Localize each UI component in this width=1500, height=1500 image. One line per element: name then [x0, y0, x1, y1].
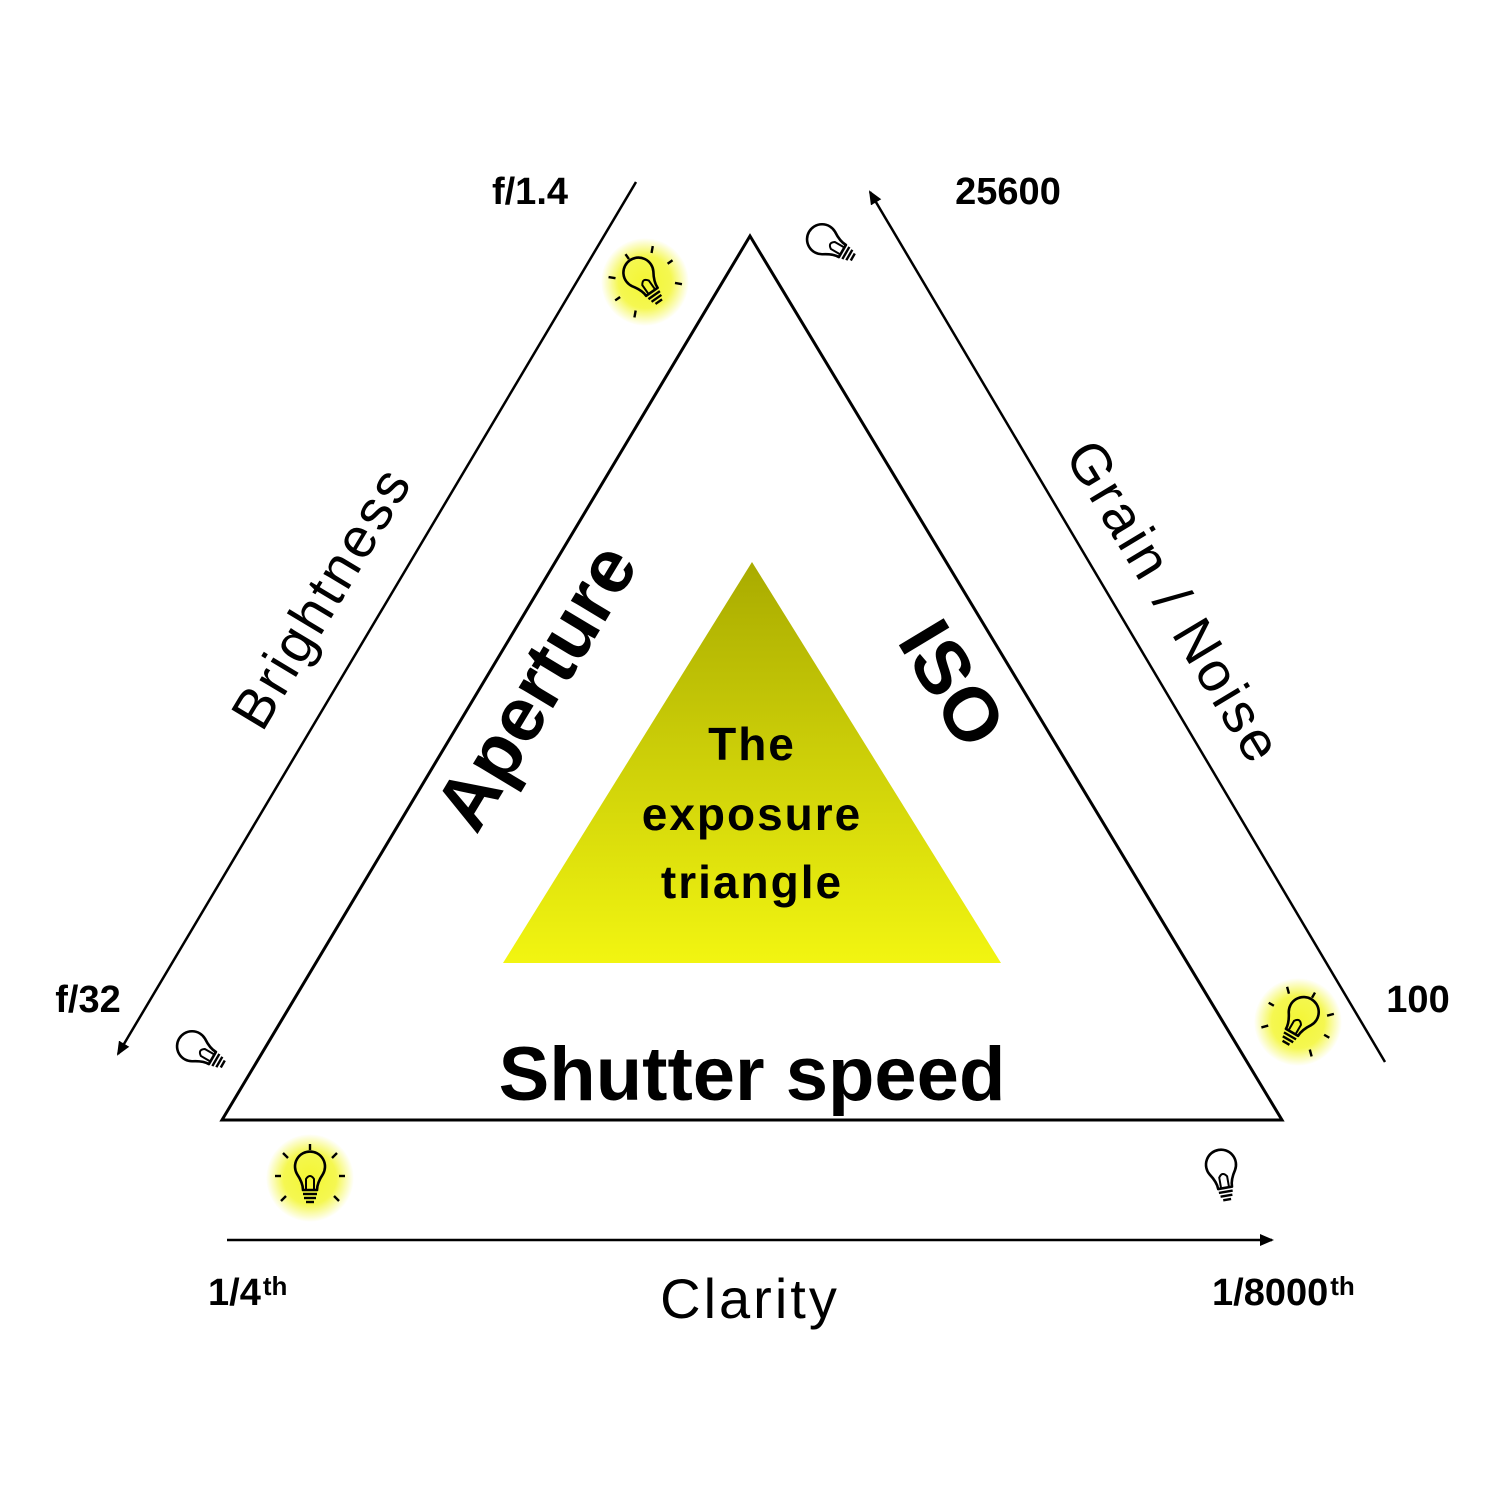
- shutter-slow-value: 1/4th: [208, 1271, 287, 1314]
- unlit-bulb-icon: [1202, 1146, 1244, 1204]
- center-triangle: [503, 562, 1001, 963]
- aperture-narrow-value: f/32: [55, 979, 120, 1021]
- iso-label: ISO: [882, 606, 1022, 762]
- center-title-line-3: triangle: [661, 856, 843, 908]
- brightness-axis-arrow: [116, 181, 638, 1056]
- center-title-line-1: The: [708, 718, 796, 770]
- aperture-wide-value: f/1.4: [492, 171, 568, 213]
- iso-high-value: 25600: [955, 171, 1061, 213]
- brightness-label: Brightness: [218, 454, 424, 739]
- lit-bulb-icon: [595, 232, 689, 326]
- shutter-fast-value: 1/8000th: [1212, 1271, 1355, 1314]
- grain-noise-label: Grain / Noise: [1054, 429, 1296, 775]
- iso-low-value: 100: [1386, 979, 1449, 1021]
- lit-bulb-icon: [266, 1134, 354, 1222]
- shutter-speed-label: Shutter speed: [499, 1032, 1006, 1117]
- unlit-bulb-icon: [170, 1024, 232, 1079]
- center-title-line-2: exposure: [642, 788, 863, 840]
- lit-bulb-icon: [1254, 973, 1347, 1066]
- clarity-label: Clarity: [660, 1267, 840, 1330]
- unlit-bulb-icon: [800, 217, 862, 272]
- main-triangle: [219, 233, 1285, 1122]
- grain-axis-arrow: [868, 190, 1387, 1063]
